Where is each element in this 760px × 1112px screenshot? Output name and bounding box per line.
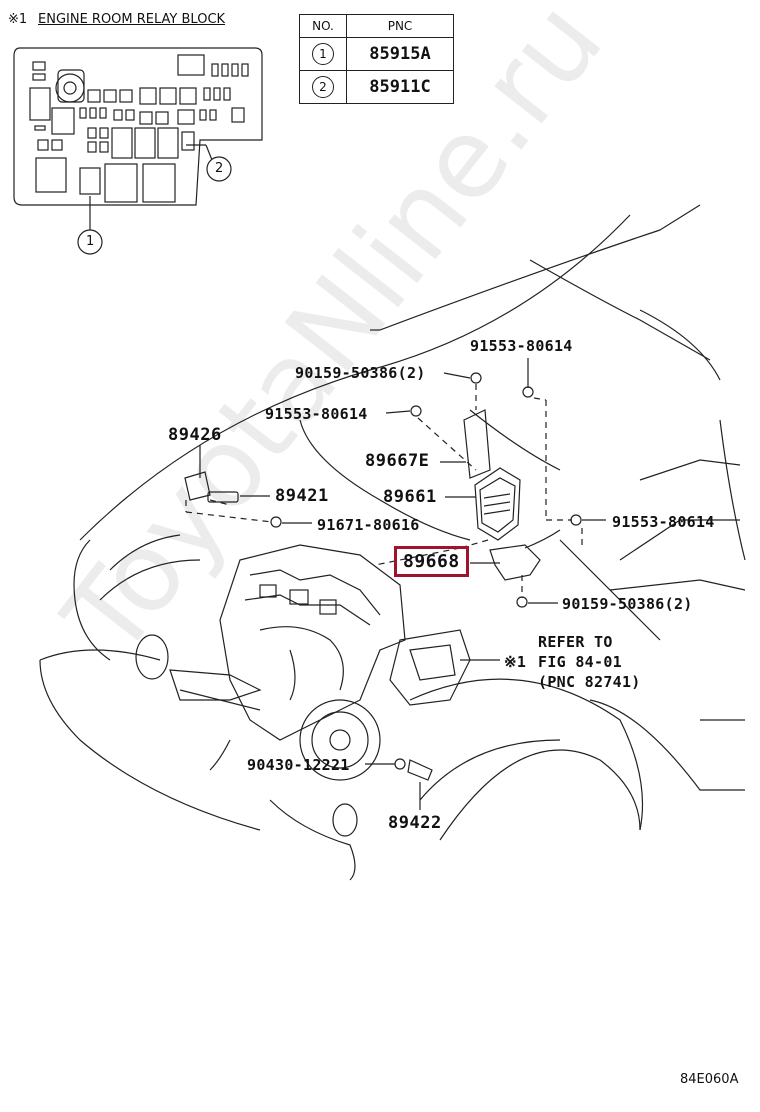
leader-lines (199, 358, 606, 810)
pnc-table-header: NO. PNC (299, 14, 454, 38)
part-label-91553-mid[interactable]: 91553-80614 (265, 405, 368, 423)
refer-note-line1: REFER TO (538, 633, 613, 651)
part-label-89422[interactable]: 89422 (388, 813, 442, 833)
part-label-91553-top[interactable]: 91553-80614 (470, 337, 573, 355)
pnc-row-pnc[interactable]: 85911C (346, 70, 454, 104)
engine-drawing (169, 544, 471, 781)
pnc-table-header-no: NO. (299, 14, 347, 38)
table-row: 2 85911C (299, 70, 454, 104)
callout-label-2: 2 (215, 161, 224, 176)
assembly-dashed-lines (185, 384, 583, 598)
vehicle-body-drawing (39, 204, 746, 881)
pnc-table: NO. PNC 1 85915A 2 85911C (299, 14, 454, 104)
refer-note-mark: ※1 (504, 653, 527, 671)
relay-block-mark: ※1 (8, 12, 28, 27)
part-label-89421[interactable]: 89421 (275, 486, 329, 506)
diagram-code: 84E060A (680, 1072, 739, 1087)
module-drawing (184, 372, 582, 781)
sensor-89421-drawing (207, 491, 239, 503)
part-label-89668-highlighted[interactable]: 89668 (394, 546, 469, 577)
refer-note-pnc: (PNC 82741) (538, 673, 641, 691)
table-row: 1 85915A (299, 37, 454, 71)
part-label-90159-bottom[interactable]: 90159-50386(2) (562, 595, 693, 613)
part-label-91671[interactable]: 91671-80616 (317, 516, 420, 534)
part-label-90159-top[interactable]: 90159-50386(2) (295, 364, 426, 382)
callout-circle-1 (77, 229, 103, 255)
part-label-89667e[interactable]: 89667E (365, 451, 430, 471)
refer-note-fig-link[interactable]: FIG 84-01 (538, 653, 622, 671)
relay-block-drawing (13, 47, 263, 230)
pnc-row-pnc[interactable]: 85915A (346, 37, 454, 71)
bracket-89426-drawing (184, 471, 211, 501)
callout-circle-2 (206, 156, 232, 182)
relay-block-title: ENGINE ROOM RELAY BLOCK (38, 12, 226, 27)
bolt-90430-drawing (394, 758, 406, 770)
part-label-89661[interactable]: 89661 (383, 487, 437, 507)
sensor-89422-drawing (407, 759, 433, 781)
pnc-row-no: 2 (299, 70, 347, 104)
part-label-90430[interactable]: 90430-12221 (247, 756, 350, 774)
pnc-table-header-pnc: PNC (346, 14, 454, 38)
part-label-89426[interactable]: 89426 (168, 425, 222, 445)
callout-label-1: 1 (86, 234, 95, 249)
pnc-row-no: 1 (299, 37, 347, 71)
part-label-91553-right[interactable]: 91553-80614 (612, 513, 715, 531)
